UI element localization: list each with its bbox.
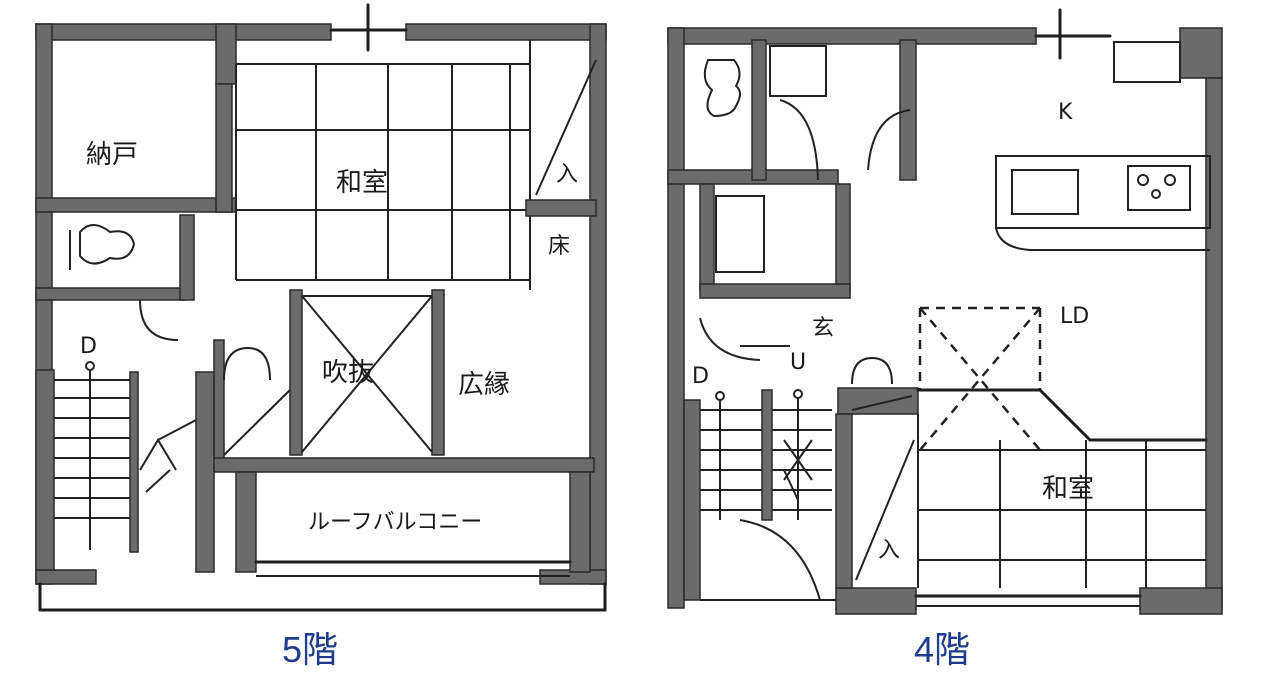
wall-top-right — [405, 23, 607, 41]
room-label-hiroen: 広縁 — [458, 370, 511, 400]
staircase-5f — [35, 361, 215, 573]
tatami-grid-4f — [917, 414, 1206, 588]
room-label-kitchen: K — [1058, 100, 1073, 125]
floor-caption-4f: 4階 — [914, 629, 971, 670]
room-label-washitsu-5f: 和室 — [336, 168, 389, 198]
room-label-oshiire-5f: 入 — [556, 162, 579, 187]
room-label-fukinuki: 吹抜 — [322, 358, 375, 388]
room-label-washitsu-4f: 和室 — [1042, 474, 1095, 504]
room-label-living-dining: LD — [1060, 304, 1090, 329]
room-label-roof-balcony: ルーフバルコニー — [308, 510, 483, 535]
stair-down-label-4f: D — [692, 364, 709, 389]
staircase-4f — [683, 389, 832, 601]
floor-caption-5f: 5階 — [282, 629, 339, 670]
floor-plan-4f — [667, 8, 1223, 615]
kitchen-counter-4f — [995, 155, 1211, 251]
room-label-tokonoma: 床 — [548, 234, 571, 259]
stair-down-label-5f: D — [80, 334, 97, 359]
stair-up-label-4f: U — [790, 350, 807, 375]
room-label-entrance: 玄 — [812, 316, 835, 341]
room-label-storage: 納戸 — [86, 140, 139, 170]
void-dashed-4f — [918, 306, 1042, 451]
room-label-oshiire-4f: 入 — [878, 538, 901, 563]
tatami-grid-5f — [235, 63, 530, 281]
floor-plan-5f — [35, 3, 607, 612]
